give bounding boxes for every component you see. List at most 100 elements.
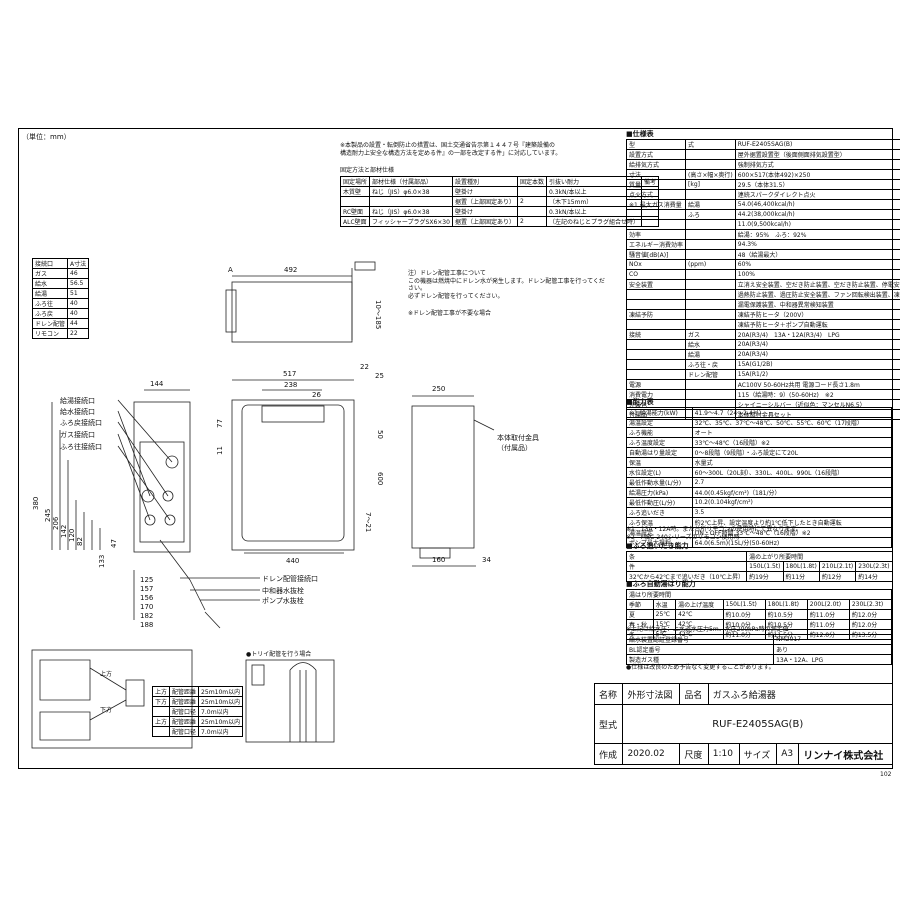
- spec-cell: 漏電保護装置、中和器異常検知装置: [734, 299, 900, 310]
- dim-25: 25: [375, 372, 384, 380]
- top-view-pipes: [225, 289, 237, 333]
- perf-notes: ※1 13A・12A時。また台所リモコンの使用時にて異なります。 ※2 MBC-…: [626, 526, 802, 541]
- spec-cell: [685, 299, 736, 310]
- autofill-header: 湯の上げ温度: [675, 599, 724, 610]
- tb-size-label: サイズ: [738, 743, 778, 765]
- spec-cell: 20A(R3/4): [734, 349, 900, 360]
- spec-cell: [685, 159, 736, 170]
- autofill-cell: 約10.0分: [722, 609, 766, 620]
- spec-cell: ドレン配管: [685, 369, 736, 380]
- reheat-c0: 150L(1.5t): [746, 561, 784, 572]
- spec-cell: 凍結予防ヒータ（200V）: [734, 309, 900, 320]
- perf-cell: 最低作動圧(L/分): [626, 497, 693, 508]
- spec-cell: [685, 149, 736, 160]
- dim-380: 380: [32, 497, 40, 510]
- reheat-table: 条 湯の上がり所要時間 件 150L(1.5t) 180L(1.8t) 210L…: [625, 551, 893, 582]
- spec-cell: 効率: [625, 229, 687, 240]
- spec-cell: 給湯: [685, 349, 736, 360]
- spec-cell: [685, 289, 736, 300]
- autofill-header: 水温: [652, 599, 677, 610]
- spec-row: 過熱防止装置、過圧防止安全装置、ファン回転検出装置、凍結防止装置: [625, 289, 900, 300]
- callout-gas: ガス接続口: [60, 430, 95, 439]
- perf-cell: 32℃、35℃、37℃〜48℃、50℃、55℃、60℃（17段階）: [691, 417, 893, 428]
- dim-10-185: 10～185: [374, 300, 382, 329]
- dim-a: A: [228, 266, 233, 274]
- install-drain-title: ●トリイ配管を行う場合: [246, 650, 311, 658]
- drain-note-line-2: この機器は燃焼中にドレン水が発生します。ドレン配管工事を行ってください。: [408, 277, 605, 293]
- autofill-cell: 夏: [626, 609, 654, 620]
- fix-r3c3: 2: [516, 216, 547, 227]
- spec-cell: 騒音値[dB(A)]: [625, 249, 687, 260]
- perf-cell: 10.2(0.104kgf/cm²): [691, 497, 893, 508]
- install-bath2: 下方: [100, 706, 112, 714]
- ic-r1b: 配管距離: [169, 696, 200, 707]
- tb-size-value: A3: [776, 743, 800, 765]
- spec-row: 漏電保護装置、中和器異常検知装置: [625, 299, 900, 310]
- perf-cell: 水位設定(L): [626, 467, 693, 478]
- dim-170: 170: [140, 603, 153, 611]
- spec-cell: [685, 309, 736, 320]
- dim-600: 600: [376, 472, 384, 485]
- spec-cell: 過熱防止装置、過圧防止安全装置、ファン回転検出装置、凍結防止装置: [734, 289, 900, 300]
- ic-r3b: 配管距離: [169, 716, 200, 727]
- mount-label-1: 本体取付金具: [497, 433, 539, 442]
- conn-r6b: 22: [67, 328, 90, 339]
- dim-206: 206: [52, 516, 60, 530]
- ic-r1a: 下方: [151, 696, 171, 707]
- spec-cell: 44.2(38,000kcal/h): [734, 209, 900, 220]
- ic-r2a: [151, 706, 171, 717]
- autofill-cell: 約11.0分: [806, 619, 850, 630]
- cert-r2a: 製造ガス種: [625, 654, 775, 665]
- spec-cell: 連続スパークダイレクト点火: [734, 189, 900, 200]
- spec-row: NOx(ppm)60%: [625, 259, 900, 270]
- spec-cell: 給湯: [685, 199, 736, 210]
- spec-row: 騒音値[dB(A)]48（給湯最大）: [625, 249, 900, 260]
- fixing-table-title: 固定方法と部材仕様: [340, 167, 395, 174]
- spec-cell: 11.0(9,500kcal/h): [734, 219, 900, 230]
- perf-cell: 水量式: [691, 457, 893, 468]
- spec-cell: 15A(G1/2B): [734, 359, 900, 370]
- perf-cell: 44.0(0.45kgf/cm²)（181/分）: [691, 487, 893, 498]
- spec-cell: 100%: [734, 269, 900, 280]
- ic-r4a: [151, 726, 171, 737]
- perf-row: ふろ機能オート: [626, 427, 893, 438]
- perf-row: ※1 給湯能力(kW)41.9〜4.7（24〜2.4号）: [626, 407, 893, 418]
- spec-cell: (高さ×幅×奥行): [685, 169, 736, 180]
- dim-26: 26: [312, 391, 321, 399]
- spec-cell: CO: [625, 269, 687, 280]
- spec-cell: エネルギー消費効率: [625, 239, 687, 250]
- perf-cell: 41.9〜4.7（24〜2.4号）: [691, 407, 893, 418]
- spec-row: CO 100%: [625, 269, 900, 280]
- callout-neutralizer: 中和器水抜栓: [262, 586, 304, 595]
- perf-cell: ふろ追いだき: [626, 507, 693, 518]
- perf-cell: ふろ機能: [626, 427, 693, 438]
- spec-row: 点火方式連続スパークダイレクト点火: [625, 189, 900, 200]
- dim-77: 77: [216, 419, 224, 428]
- tb-product-value: ガスふろ給湯器: [707, 683, 894, 705]
- spec-cell: ※1 最大ガス消費量: [625, 199, 687, 210]
- spec-cell: 20A(R3/4): [734, 339, 900, 350]
- perf-cell: 60〜300L（20L刻）、330L、400L、990L（16段階）: [691, 467, 893, 478]
- spec-cell: [625, 209, 687, 220]
- fix-r3c0: ALC壁面: [339, 216, 371, 227]
- ic-r4c: 7.0ｍ以内: [198, 726, 244, 737]
- spec-cell: 給湯：95% ふろ：92%: [734, 229, 900, 240]
- perf-cell: 33℃〜48℃（16段階）※2: [691, 437, 893, 448]
- perf-cell: オート: [691, 427, 893, 438]
- spec-row: 凍結予防ヒータ＋ポンプ自動運転: [625, 319, 900, 330]
- spec-cell: 20A(R3/4) 13A・12A(R3/4) LPG: [734, 329, 900, 340]
- drain-note-line-1: 注）ドレン配管工事について: [408, 270, 486, 277]
- spec-cell: 29.5（本体31.5）: [734, 179, 900, 190]
- spec-cell: 給排気方式: [625, 159, 687, 170]
- perf-cell: 湯温設定: [626, 417, 693, 428]
- spec-cell: [685, 319, 736, 330]
